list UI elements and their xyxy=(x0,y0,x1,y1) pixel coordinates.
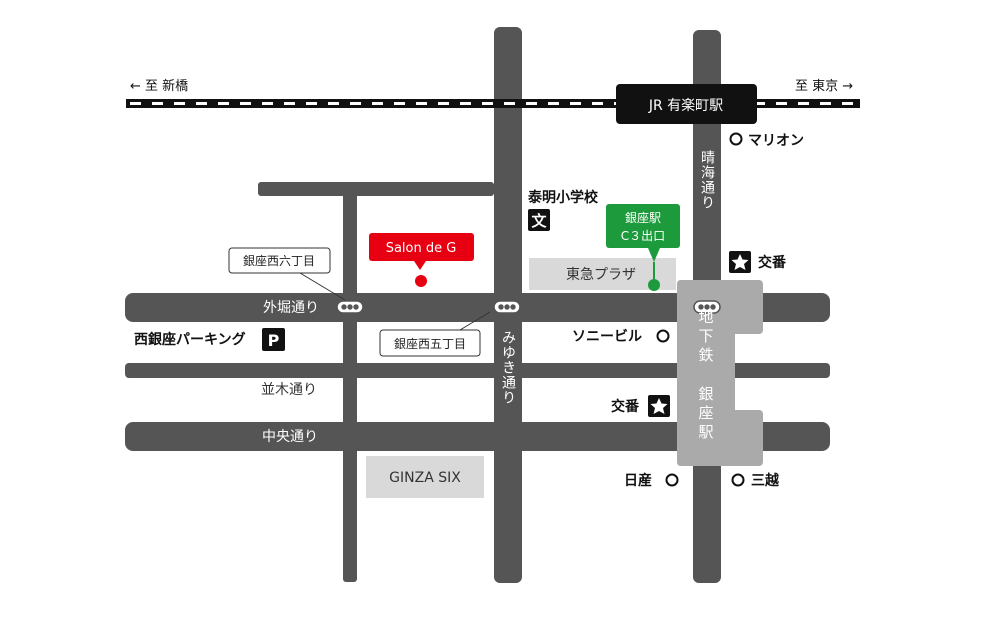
marion-circle-icon xyxy=(729,132,743,146)
nishi6-label: 銀座西六丁目 xyxy=(243,253,315,268)
c3-exit-marker-box[interactable] xyxy=(606,204,680,248)
nishi5-label-box xyxy=(379,329,481,357)
koban-label-top: 交番 xyxy=(758,254,787,271)
subway-char: 座 xyxy=(698,404,713,422)
koban-label-mid: 交番 xyxy=(611,398,640,415)
mitsukoshi-circle-icon xyxy=(731,473,745,487)
c3-exit-label-line2: C３出口 xyxy=(621,229,665,243)
namiki-dori-road xyxy=(125,363,830,378)
salon-label: Salon de G xyxy=(386,241,457,256)
ginza-six-label: GINZA SIX xyxy=(389,470,461,486)
jr-yurakucho-station-box xyxy=(616,84,757,124)
chuo-dori-label: 中央通り xyxy=(262,429,318,445)
side-street-vertical xyxy=(343,182,357,582)
c3-exit-dot[interactable] xyxy=(648,279,660,291)
marion-label: マリオン xyxy=(748,133,804,149)
namiki-dori-label: 並木通り xyxy=(261,382,317,398)
parking-icon xyxy=(262,328,285,351)
subway-char: 駅 xyxy=(698,423,713,441)
west-direction-label: ← 至 新橋 xyxy=(130,78,188,94)
nishi5-leader-line xyxy=(459,311,491,331)
nissan-circle-icon xyxy=(665,473,679,487)
sony-circle-icon xyxy=(656,329,670,343)
salon-location-dot[interactable] xyxy=(415,275,427,287)
ginza-six-building xyxy=(366,456,484,498)
police-box-star xyxy=(650,398,668,414)
salon-marker-pointer xyxy=(414,261,426,270)
traffic-signal xyxy=(493,300,521,314)
parking-symbol: P xyxy=(268,331,280,350)
road-network xyxy=(125,27,830,583)
east-direction-label: 至 東京 → xyxy=(795,78,853,94)
tokyu-plaza-label: 東急プラザ xyxy=(566,267,636,283)
police-box-star xyxy=(731,254,749,270)
nissan-label: 日産 xyxy=(624,472,652,489)
mitsukoshi-label: 三越 xyxy=(751,472,780,489)
jr-railway xyxy=(126,99,860,108)
sotobori-dori-label: 外堀通り xyxy=(263,300,319,316)
jr-station-label: JR 有楽町駅 xyxy=(648,98,723,114)
parking-label: 西銀座パーキング xyxy=(134,331,246,348)
harumi-dori-label: 晴海通り xyxy=(699,150,715,210)
subway-char: 銀 xyxy=(698,385,713,403)
school-symbol: 文 xyxy=(531,212,547,230)
miyuki-dori-label: みゆき通り xyxy=(500,330,516,405)
sony-building-label: ソニービル xyxy=(572,329,642,345)
nishi6-leader-line xyxy=(299,272,346,301)
nishi5-label: 銀座西五丁目 xyxy=(394,336,466,351)
chuo-dori-road xyxy=(125,422,830,451)
c3-exit-pointer xyxy=(648,248,660,262)
sotobori-dori-road xyxy=(125,293,830,322)
school-icon xyxy=(528,209,550,231)
traffic-signal xyxy=(693,300,721,314)
subway-char: 地 xyxy=(698,308,713,326)
top-side-street xyxy=(258,182,494,196)
traffic-signal xyxy=(336,300,364,314)
ginza-subway-station-label: 地 下 鉄 銀 座 駅 xyxy=(698,308,713,441)
subway-char: 鉄 xyxy=(698,346,713,364)
subway-station-block xyxy=(677,280,763,466)
nishi6-label-box xyxy=(228,247,331,274)
subway-char: 下 xyxy=(698,327,713,345)
salon-marker-box[interactable] xyxy=(369,233,474,261)
taimei-school-label: 泰明小学校 xyxy=(527,189,599,206)
c3-exit-label-line1: 銀座駅 xyxy=(625,210,661,225)
